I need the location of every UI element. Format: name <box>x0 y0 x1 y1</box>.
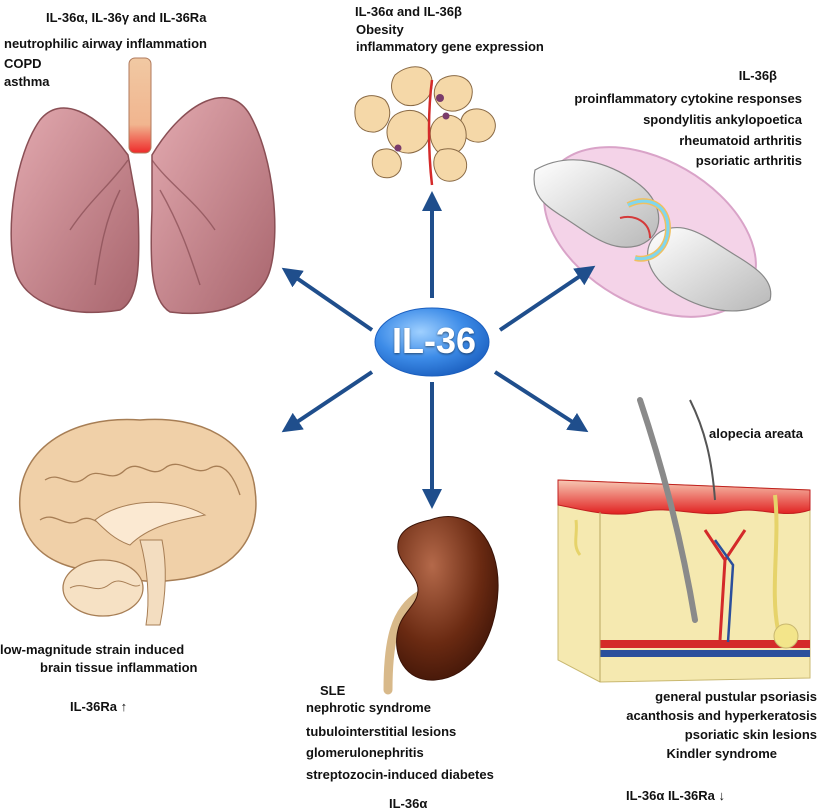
brain-condition-1: low-magnitude strain induced <box>0 642 185 657</box>
brain-condition-2: brain tissue inflammation <box>40 660 198 675</box>
brain-illustration <box>19 418 257 626</box>
adipose-condition-2: inflammatory gene expression <box>356 39 544 54</box>
joint-condition-3: rheumatoid arthritis <box>679 133 802 148</box>
kidney-illustration <box>383 516 499 695</box>
skin-condition-1: general pustular psoriasis <box>655 689 817 704</box>
skin-condition-3: psoriatic skin lesions <box>684 727 817 742</box>
joint-cytokines: IL-36β <box>738 68 777 83</box>
lungs-condition-2: COPD <box>4 56 42 71</box>
adipose-cells-illustration <box>354 66 496 186</box>
kidney-condition-3: tubulointerstitial lesions <box>306 724 457 739</box>
kidney-condition-1: SLE <box>320 683 346 698</box>
joint-illustration <box>533 146 772 318</box>
joint-condition-1: proinflammatory cytokine responses <box>574 91 802 106</box>
adipose-cytokines: IL-36α and IL-36β <box>355 4 462 19</box>
arrows <box>281 191 596 509</box>
lungs-illustration <box>10 57 276 315</box>
skin-illustration <box>557 397 811 683</box>
lungs-condition-1: neutrophilic airway inflammation <box>4 36 207 51</box>
arrow-to-joint <box>498 265 596 332</box>
lungs-condition-3: asthma <box>4 74 50 89</box>
lungs-cytokines: IL-36α, IL-36γ and IL-36Ra <box>46 10 207 25</box>
joint-condition-2: spondylitis ankylopoetica <box>643 112 802 127</box>
arrow-to-lungs <box>281 267 374 332</box>
skin-cytokines: IL-36α IL-36Ra ↓ <box>626 788 726 803</box>
kidney-condition-5: streptozocin-induced diabetes <box>306 767 494 782</box>
adipose-condition-1: Obesity <box>356 22 404 37</box>
skin-condition-4: Kindler syndrome <box>666 746 777 761</box>
center-label: IL-36 <box>392 320 477 361</box>
arrow-to-brain <box>281 370 374 433</box>
skin-top-condition: alopecia areata <box>709 426 803 441</box>
skin-condition-2: acanthosis and hyperkeratosis <box>626 708 817 723</box>
joint-condition-4: psoriatic arthritis <box>695 153 802 168</box>
kidney-condition-4: glomerulonephritis <box>306 745 424 760</box>
kidney-condition-2: nephrotic syndrome <box>306 700 431 715</box>
center-node <box>374 307 490 377</box>
arrow-to-skin <box>493 370 589 433</box>
brain-cytokines: IL-36Ra ↑ <box>70 699 128 714</box>
kidney-cytokines: IL-36α <box>389 796 428 811</box>
